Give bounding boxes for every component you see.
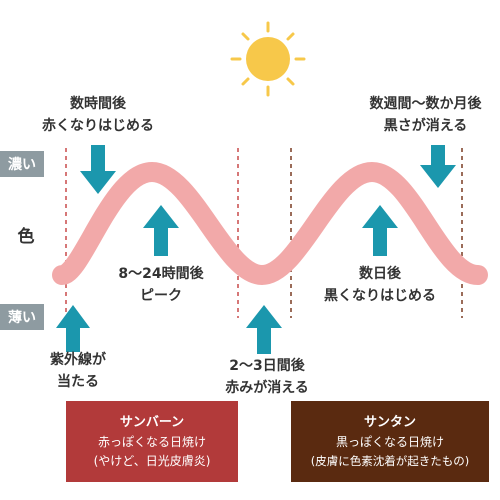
- label-days-dark-line2: 黒くなりはじめる: [324, 288, 436, 304]
- suntan-title: サンタン: [363, 414, 416, 430]
- label-peak-line2: ピーク: [140, 288, 182, 304]
- arrow-icon: [246, 305, 282, 354]
- sunburn-line2: (やけど、日光皮膚炎): [93, 453, 211, 468]
- label-hours-after-line1: 数時間後: [70, 96, 126, 112]
- label-uv-line2: 当たる: [57, 374, 99, 390]
- label-uv: 紫外線が 当たる: [38, 349, 118, 393]
- arrow-icon: [80, 145, 116, 194]
- label-days-fade-line2: 赤みが消える: [225, 380, 309, 396]
- label-uv-line1: 紫外線が: [50, 352, 106, 368]
- label-weeks-months: 数週間〜数か月後 黒さが消える: [358, 93, 493, 137]
- label-days-fade: 2〜3日間後 赤みが消える: [212, 355, 322, 399]
- label-weeks-months-line2: 黒さが消える: [383, 118, 468, 134]
- suntan-line1: 黒っぽくなる日焼け: [335, 434, 444, 449]
- label-peak: 8〜24時間後 ピーク: [106, 263, 216, 307]
- label-weeks-months-line1: 数週間〜数か月後: [369, 96, 482, 112]
- sunburn-box: サンバーン 赤っぽくなる日焼け (やけど、日光皮膚炎): [66, 401, 238, 482]
- arrow-icon: [56, 305, 90, 352]
- dark-tag: 濃い: [0, 151, 44, 177]
- sunburn-title: サンバーン: [119, 414, 185, 430]
- suntan-line2: (皮膚に色素沈着が起きたもの): [310, 453, 470, 468]
- suntan-box: サンタン 黒っぽくなる日焼け (皮膚に色素沈着が起きたもの): [291, 401, 489, 482]
- light-tag: 薄い: [0, 304, 44, 330]
- color-wave: [52, 161, 488, 286]
- label-hours-after-line2: 赤くなりはじめる: [42, 118, 154, 134]
- label-days-dark: 数日後 黒くなりはじめる: [310, 263, 450, 307]
- sunburn-line1: 赤っぽくなる日焼け: [97, 434, 206, 449]
- label-hours-after: 数時間後 赤くなりはじめる: [38, 93, 158, 137]
- sun-icon: [230, 21, 306, 97]
- label-peak-line1: 8〜24時間後: [118, 266, 204, 282]
- label-days-fade-line1: 2〜3日間後: [229, 358, 305, 374]
- arrow-icon: [143, 205, 179, 256]
- arrow-icon: [362, 205, 398, 256]
- arrow-icon: [420, 145, 456, 188]
- color-axis-label: 色: [17, 227, 35, 247]
- label-days-dark-line1: 数日後: [359, 266, 401, 282]
